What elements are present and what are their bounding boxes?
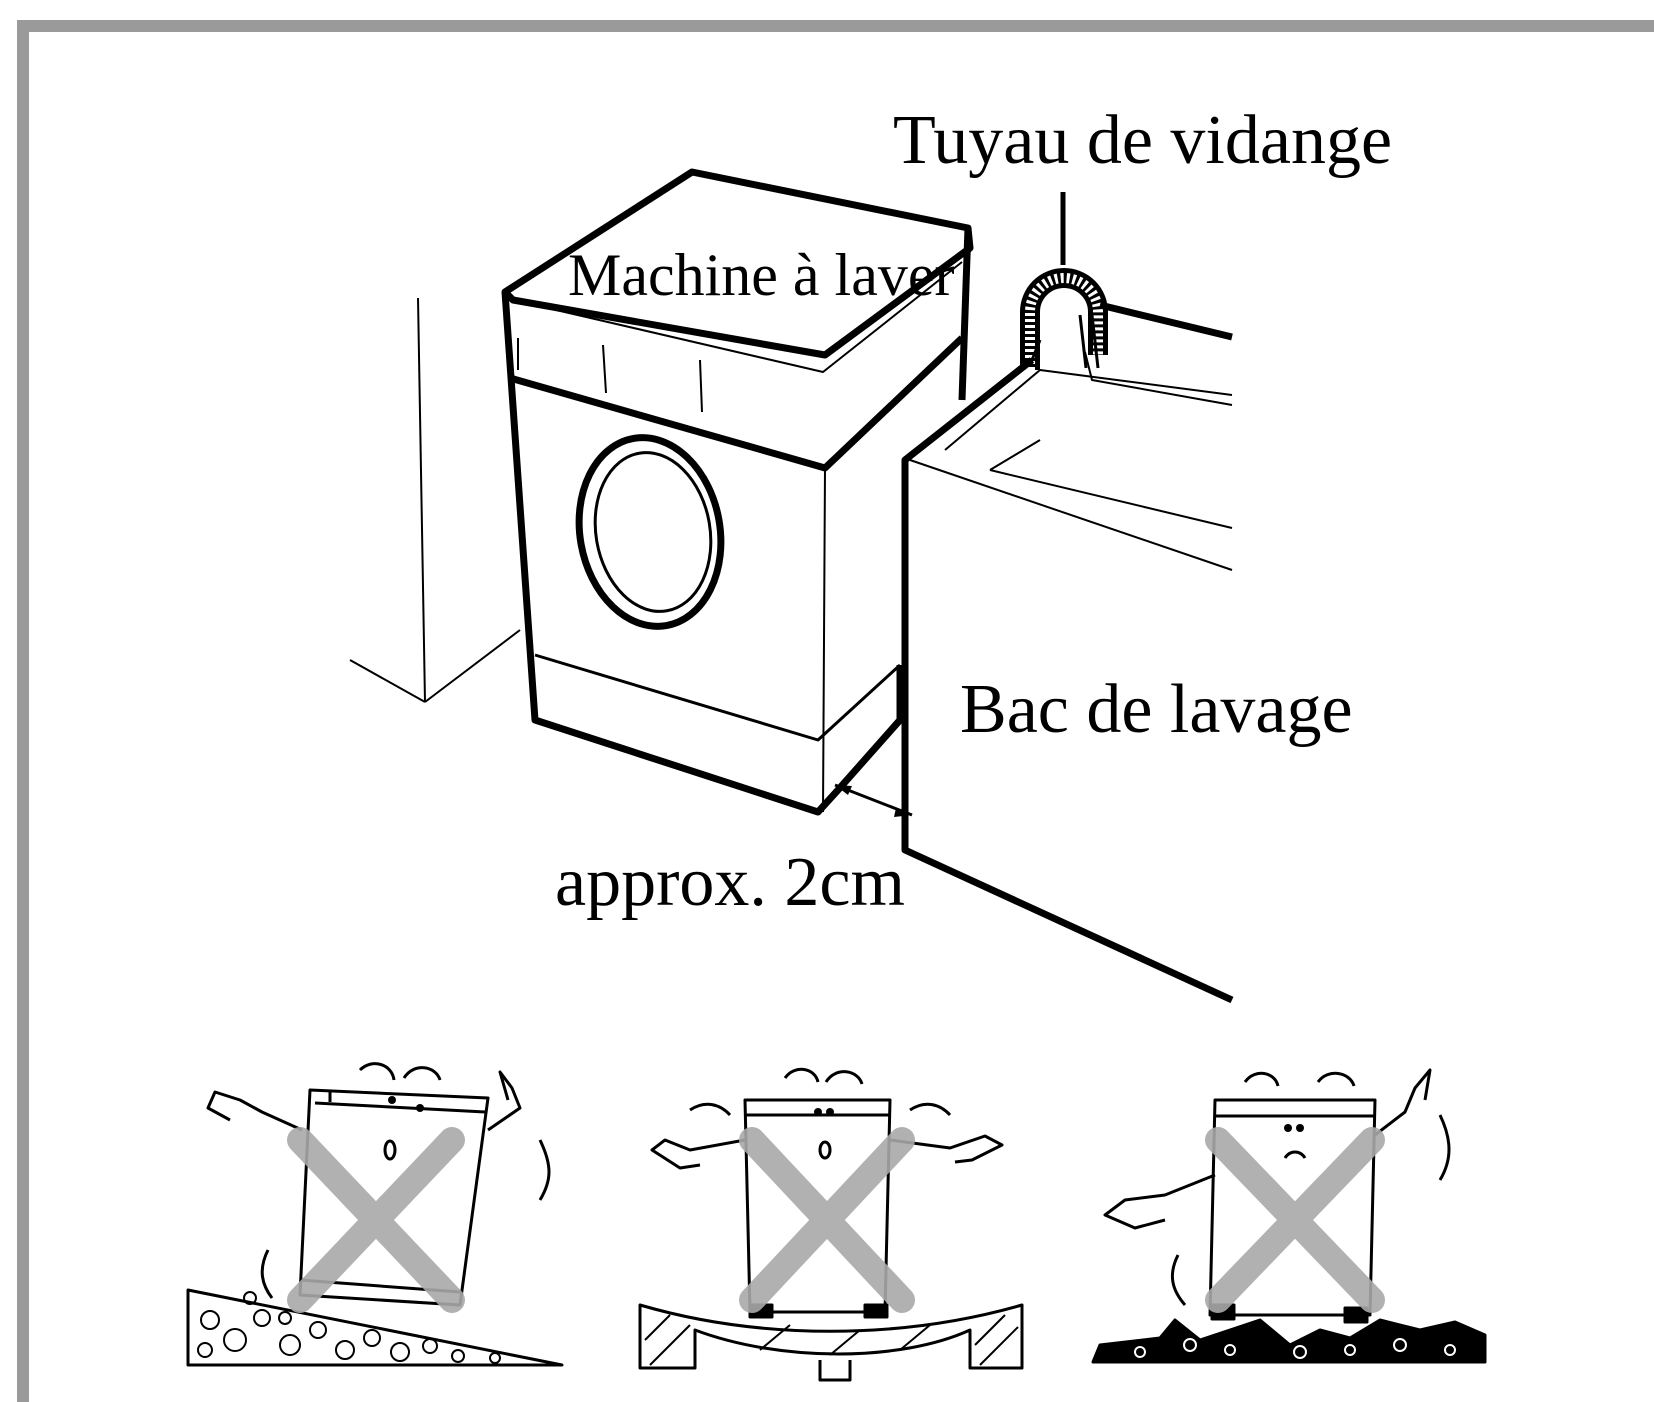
cross-mark-icon — [287, 1127, 465, 1313]
washing-machine — [501, 168, 974, 816]
wash-basin-label: Bac de lavage — [960, 671, 1353, 748]
leader-lines — [834, 192, 1066, 817]
hatch-pattern — [644, 1314, 1019, 1366]
diagram-frame — [17, 20, 1654, 1402]
cross-mark-icon — [739, 1127, 915, 1313]
cross-mark-icon — [1205, 1127, 1385, 1313]
washing-machine-label: Machine à laver — [568, 242, 954, 308]
rubble-pattern — [1134, 1338, 1456, 1359]
wall-corner — [349, 297, 521, 703]
gravel-pattern — [197, 1291, 501, 1364]
drain-hose-label: Tuyau de vidange — [893, 102, 1392, 179]
wash-basin — [901, 301, 1234, 1004]
drain-hose — [1020, 268, 1108, 370]
gap-label: approx. 2cm — [555, 844, 905, 921]
